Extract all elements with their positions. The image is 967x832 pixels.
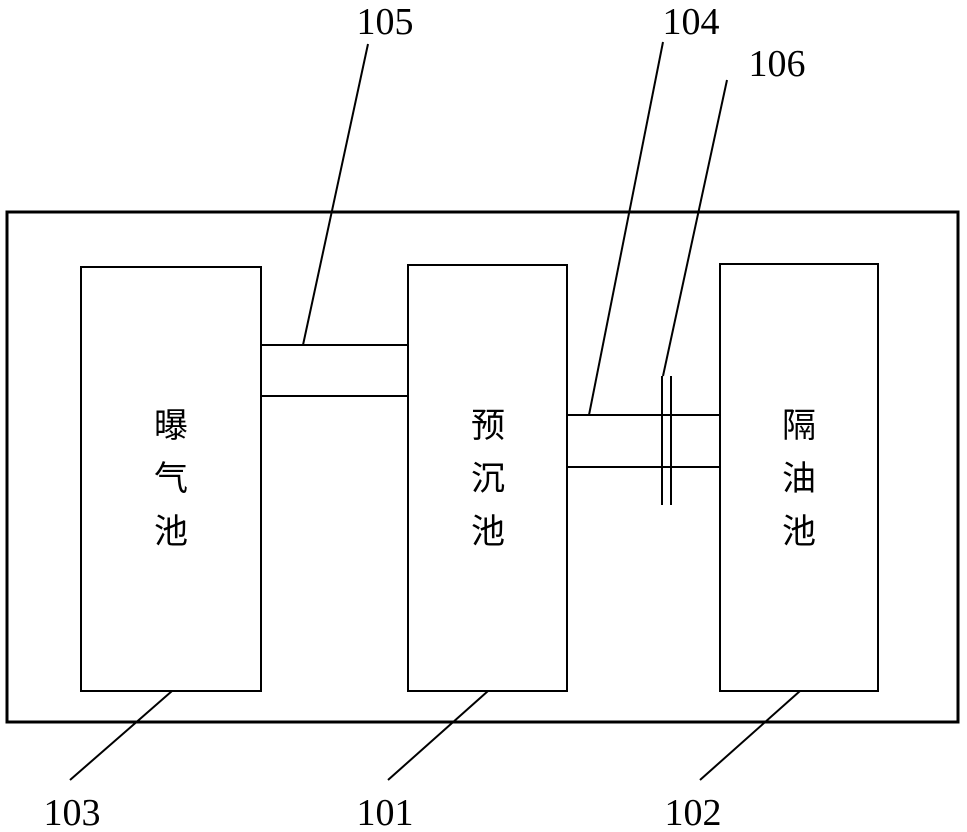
presettling-tank-char-3: 池 — [471, 512, 505, 552]
leader-106 — [662, 79, 728, 377]
outer-boundary — [5, 210, 960, 724]
callout-101: 101 — [357, 792, 414, 832]
valve-106 — [661, 376, 672, 505]
pipe-104 — [567, 414, 720, 468]
callout-104: 104 — [663, 1, 720, 43]
leader-102 — [699, 690, 801, 781]
presettling-tank-char-2: 沉 — [471, 459, 505, 499]
presettling-tank-char-1: 预 — [471, 406, 505, 446]
callout-105: 105 — [357, 1, 414, 43]
callout-102: 102 — [665, 792, 722, 832]
aeration-tank-char-2: 气 — [154, 459, 188, 499]
aeration-tank-char-3: 池 — [154, 512, 188, 552]
aeration-tank-char-1: 曝 — [154, 406, 188, 446]
oil-separator-tank-char-3: 池 — [782, 512, 816, 552]
callout-106: 106 — [749, 43, 806, 85]
leader-105 — [302, 43, 369, 346]
pipe-105 — [261, 344, 408, 397]
leader-103 — [69, 690, 173, 781]
leader-101 — [387, 690, 489, 781]
callout-103: 103 — [44, 792, 101, 832]
oil-separator-tank-char-1: 隔 — [782, 406, 816, 446]
leader-104 — [588, 41, 664, 416]
oil-separator-tank-char-2: 油 — [782, 459, 816, 499]
